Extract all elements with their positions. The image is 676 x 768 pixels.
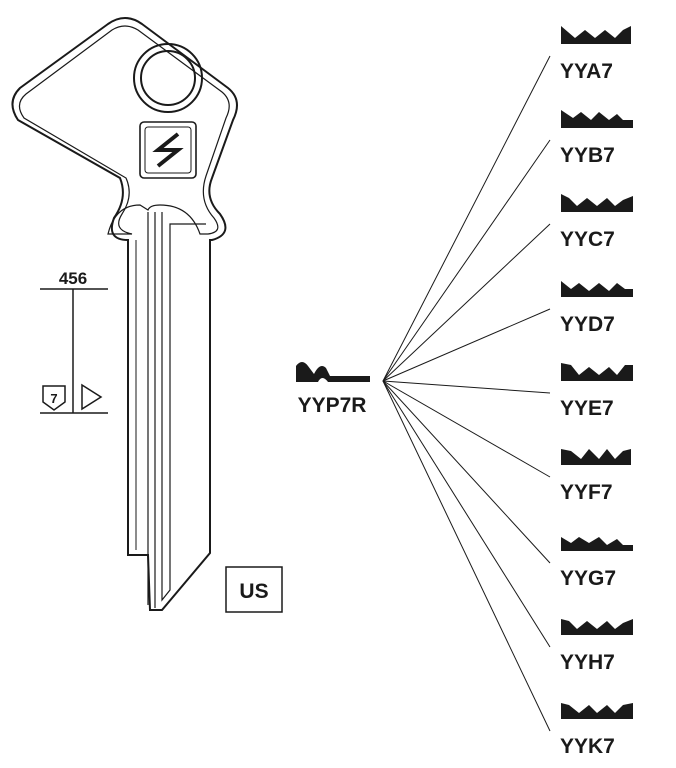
direction-triangle-icon xyxy=(81,383,103,411)
connector-line xyxy=(382,55,551,382)
connector-line xyxy=(382,380,551,394)
series-number: 7 xyxy=(50,391,57,406)
connector-line xyxy=(382,223,551,382)
key-hole-inner xyxy=(140,50,196,106)
connector-line xyxy=(382,139,551,382)
source-profile-label: YYP7R xyxy=(298,394,367,417)
series-shield-icon xyxy=(42,385,66,411)
region-badge: US xyxy=(239,580,268,603)
key-outline xyxy=(11,17,238,611)
profile-yye7-icon xyxy=(561,363,633,381)
key-hole-outer xyxy=(133,43,203,113)
connector-line xyxy=(382,380,551,648)
connector-line xyxy=(382,308,551,382)
connector-line xyxy=(382,380,551,732)
profile-label: YYB7 xyxy=(560,144,615,167)
profile-yyb7-icon xyxy=(561,110,633,128)
source-profile-icon xyxy=(296,362,370,382)
profile-label: YYC7 xyxy=(560,228,615,251)
profile-label: YYD7 xyxy=(560,313,615,336)
profile-yyh7-icon xyxy=(561,619,633,635)
profile-yyk7-icon xyxy=(561,703,633,719)
key-blank xyxy=(11,17,238,611)
profile-yyd7-icon xyxy=(561,281,633,297)
profile-label: YYH7 xyxy=(560,651,615,674)
profile-label: YYK7 xyxy=(560,735,615,758)
profile-yyg7-icon xyxy=(561,537,633,551)
dimension-label: 456 xyxy=(59,269,87,288)
key-head-inner-outline xyxy=(18,25,230,235)
region-badge-box xyxy=(225,566,283,613)
profile-label: YYF7 xyxy=(560,481,613,504)
profile-yya7-icon xyxy=(561,26,631,44)
profile-label: YYA7 xyxy=(560,60,613,83)
connector-line xyxy=(382,380,551,478)
profile-yyc7-icon xyxy=(561,194,633,212)
profile-label: YYE7 xyxy=(560,397,614,420)
dimension-marker xyxy=(40,288,108,414)
silca-s-logo-icon xyxy=(139,121,197,179)
profile-connector-lines xyxy=(382,55,551,732)
blade-groove xyxy=(161,212,206,602)
profile-yyf7-icon xyxy=(561,449,631,465)
profile-label: YYG7 xyxy=(560,567,616,590)
connector-line xyxy=(382,380,551,564)
